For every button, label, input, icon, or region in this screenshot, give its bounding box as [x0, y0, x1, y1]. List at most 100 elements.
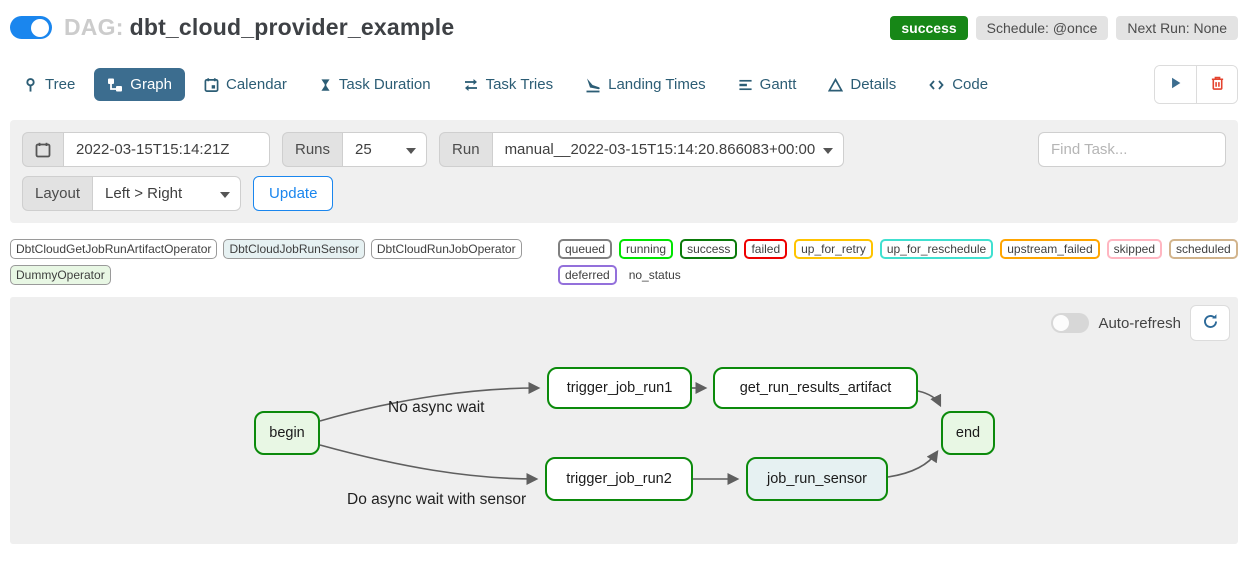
triangle-icon — [828, 77, 844, 93]
play-icon — [1169, 76, 1183, 93]
tab-code[interactable]: Code — [915, 68, 1001, 101]
auto-refresh-toggle[interactable] — [1051, 313, 1090, 333]
tab-graph[interactable]: Graph — [94, 68, 185, 101]
tab-label: Task Duration — [338, 76, 431, 93]
find-task-input[interactable] — [1038, 132, 1226, 167]
task-label: begin — [269, 425, 305, 441]
runs-label: Runs — [282, 132, 344, 167]
update-button[interactable]: Update — [253, 176, 334, 211]
dag-prefix-label: DAG: — [64, 14, 124, 40]
run-select[interactable]: manual__2022-03-15T15:14:20.866083+00:00 — [492, 132, 845, 167]
task-node-trigger-job-run2[interactable]: trigger_job_run2 — [545, 457, 693, 501]
base-date-input[interactable] — [64, 132, 270, 167]
runs-select[interactable]: 25 — [343, 132, 428, 167]
calendar-icon — [204, 77, 219, 93]
runs-group: Runs 25 — [282, 132, 428, 167]
pin-icon — [23, 77, 38, 93]
tab-task-tries[interactable]: Task Tries — [450, 68, 567, 101]
gantt-icon — [738, 77, 753, 93]
run-label: Run — [439, 132, 493, 167]
trash-icon — [1210, 75, 1225, 94]
layout-value: Left > Right — [105, 185, 183, 202]
state-badge[interactable]: success — [680, 239, 738, 259]
graph-panel: Auto-refresh No async wait Do async wait… — [10, 297, 1238, 544]
state-badge[interactable]: skipped — [1106, 239, 1162, 259]
layout-group: Layout Left > Right — [22, 176, 242, 211]
toggle-knob — [31, 18, 49, 37]
graph-icon — [107, 77, 123, 93]
task-node-begin[interactable]: begin — [254, 411, 320, 455]
task-label: end — [955, 425, 981, 441]
tab-gantt[interactable]: Gantt — [725, 68, 810, 101]
task-node-get-run-results-artifact[interactable]: get_run_results_artifact — [713, 367, 918, 409]
tab-label: Details — [850, 76, 897, 93]
task-label: trigger_job_run2 — [566, 471, 672, 487]
state-badge[interactable]: queued — [558, 239, 613, 259]
task-label: job_run_sensor — [767, 471, 867, 487]
state-legend: queued running success failed up_for_ret… — [558, 239, 1238, 285]
run-value: manual__2022-03-15T15:14:20.866083+00:00 — [504, 141, 816, 158]
tab-calendar[interactable]: Calendar — [191, 68, 300, 101]
edge-label-async-sensor: Do async wait with sensor — [347, 491, 527, 508]
tab-label: Landing Times — [608, 76, 706, 93]
trigger-dag-button[interactable] — [1155, 66, 1196, 103]
run-group: Run manual__2022-03-15T15:14:20.866083+0… — [439, 132, 845, 167]
edge-sensor-end — [887, 450, 939, 478]
status-badge: success — [890, 15, 968, 40]
hourglass-icon — [319, 77, 332, 93]
state-badge: no_status — [628, 268, 681, 282]
filter-bar: Runs 25 Run manual__2022-03-15T15:14:20.… — [10, 120, 1238, 223]
tab-label: Code — [952, 76, 989, 93]
operator-legend: DbtCloudGetJobRunArtifactOperator DbtClo… — [10, 239, 548, 285]
view-tabbar: Tree Graph Calendar Task Duration Task T… — [0, 65, 1248, 104]
edge-label-no-async: No async wait — [388, 399, 485, 416]
task-label: get_run_results_artifact — [739, 380, 892, 396]
auto-refresh-label: Auto-refresh — [1098, 314, 1181, 332]
edge-artifact-end — [917, 390, 942, 408]
tab-landing-times[interactable]: Landing Times — [572, 68, 719, 101]
base-date-group — [22, 132, 270, 167]
operator-badge: DbtCloudJobRunSensor — [223, 239, 365, 259]
operator-badge: DbtCloudRunJobOperator — [370, 239, 522, 259]
page-title: DAG:dbt_cloud_provider_example — [64, 14, 454, 41]
state-badge[interactable]: up_for_retry — [794, 239, 873, 259]
tab-label: Tree — [45, 76, 76, 93]
layout-select[interactable]: Left > Right — [93, 176, 242, 211]
refresh-button[interactable] — [1190, 305, 1230, 341]
tab-label: Calendar — [226, 76, 287, 93]
dag-edges — [319, 382, 942, 485]
legend: DbtCloudGetJobRunArtifactOperator DbtClo… — [10, 239, 1238, 285]
edge-begin-trigger1 — [319, 382, 541, 422]
schedule-badge[interactable]: Schedule: @once — [975, 15, 1109, 40]
tab-tree[interactable]: Tree — [10, 68, 88, 101]
tab-details[interactable]: Details — [815, 68, 909, 101]
dag-header: DAG:dbt_cloud_provider_example success S… — [0, 0, 1248, 41]
toggle-knob — [1053, 315, 1070, 331]
state-badge[interactable]: running — [619, 239, 674, 259]
code-icon — [928, 77, 945, 93]
next-run-badge: Next Run: None — [1116, 15, 1238, 40]
dag-action-buttons — [1154, 65, 1238, 104]
repeat-icon — [463, 77, 479, 93]
task-node-job-run-sensor[interactable]: job_run_sensor — [746, 457, 888, 501]
state-badge[interactable]: up_for_reschedule — [879, 239, 994, 259]
runs-value: 25 — [355, 141, 372, 158]
task-node-end[interactable]: end — [941, 411, 995, 455]
dag-pause-toggle[interactable] — [10, 16, 52, 39]
layout-label: Layout — [22, 176, 94, 211]
state-badge[interactable]: upstream_failed — [1000, 239, 1100, 259]
tab-label: Task Tries — [485, 76, 554, 93]
task-label: trigger_job_run1 — [566, 380, 673, 396]
delete-dag-button[interactable] — [1196, 66, 1237, 103]
calendar-addon[interactable] — [22, 132, 64, 167]
state-badge[interactable]: scheduled — [1169, 239, 1238, 259]
state-badge[interactable]: deferred — [558, 265, 617, 285]
task-node-trigger-job-run1[interactable]: trigger_job_run1 — [547, 367, 692, 409]
edge-begin-trigger2 — [319, 444, 539, 485]
tab-task-duration[interactable]: Task Duration — [306, 68, 444, 101]
dag-name: dbt_cloud_provider_example — [129, 14, 455, 40]
tab-label: Gantt — [759, 76, 797, 93]
state-badge[interactable]: failed — [744, 239, 788, 259]
refresh-icon — [1202, 313, 1219, 333]
tab-label: Graph — [130, 76, 172, 93]
